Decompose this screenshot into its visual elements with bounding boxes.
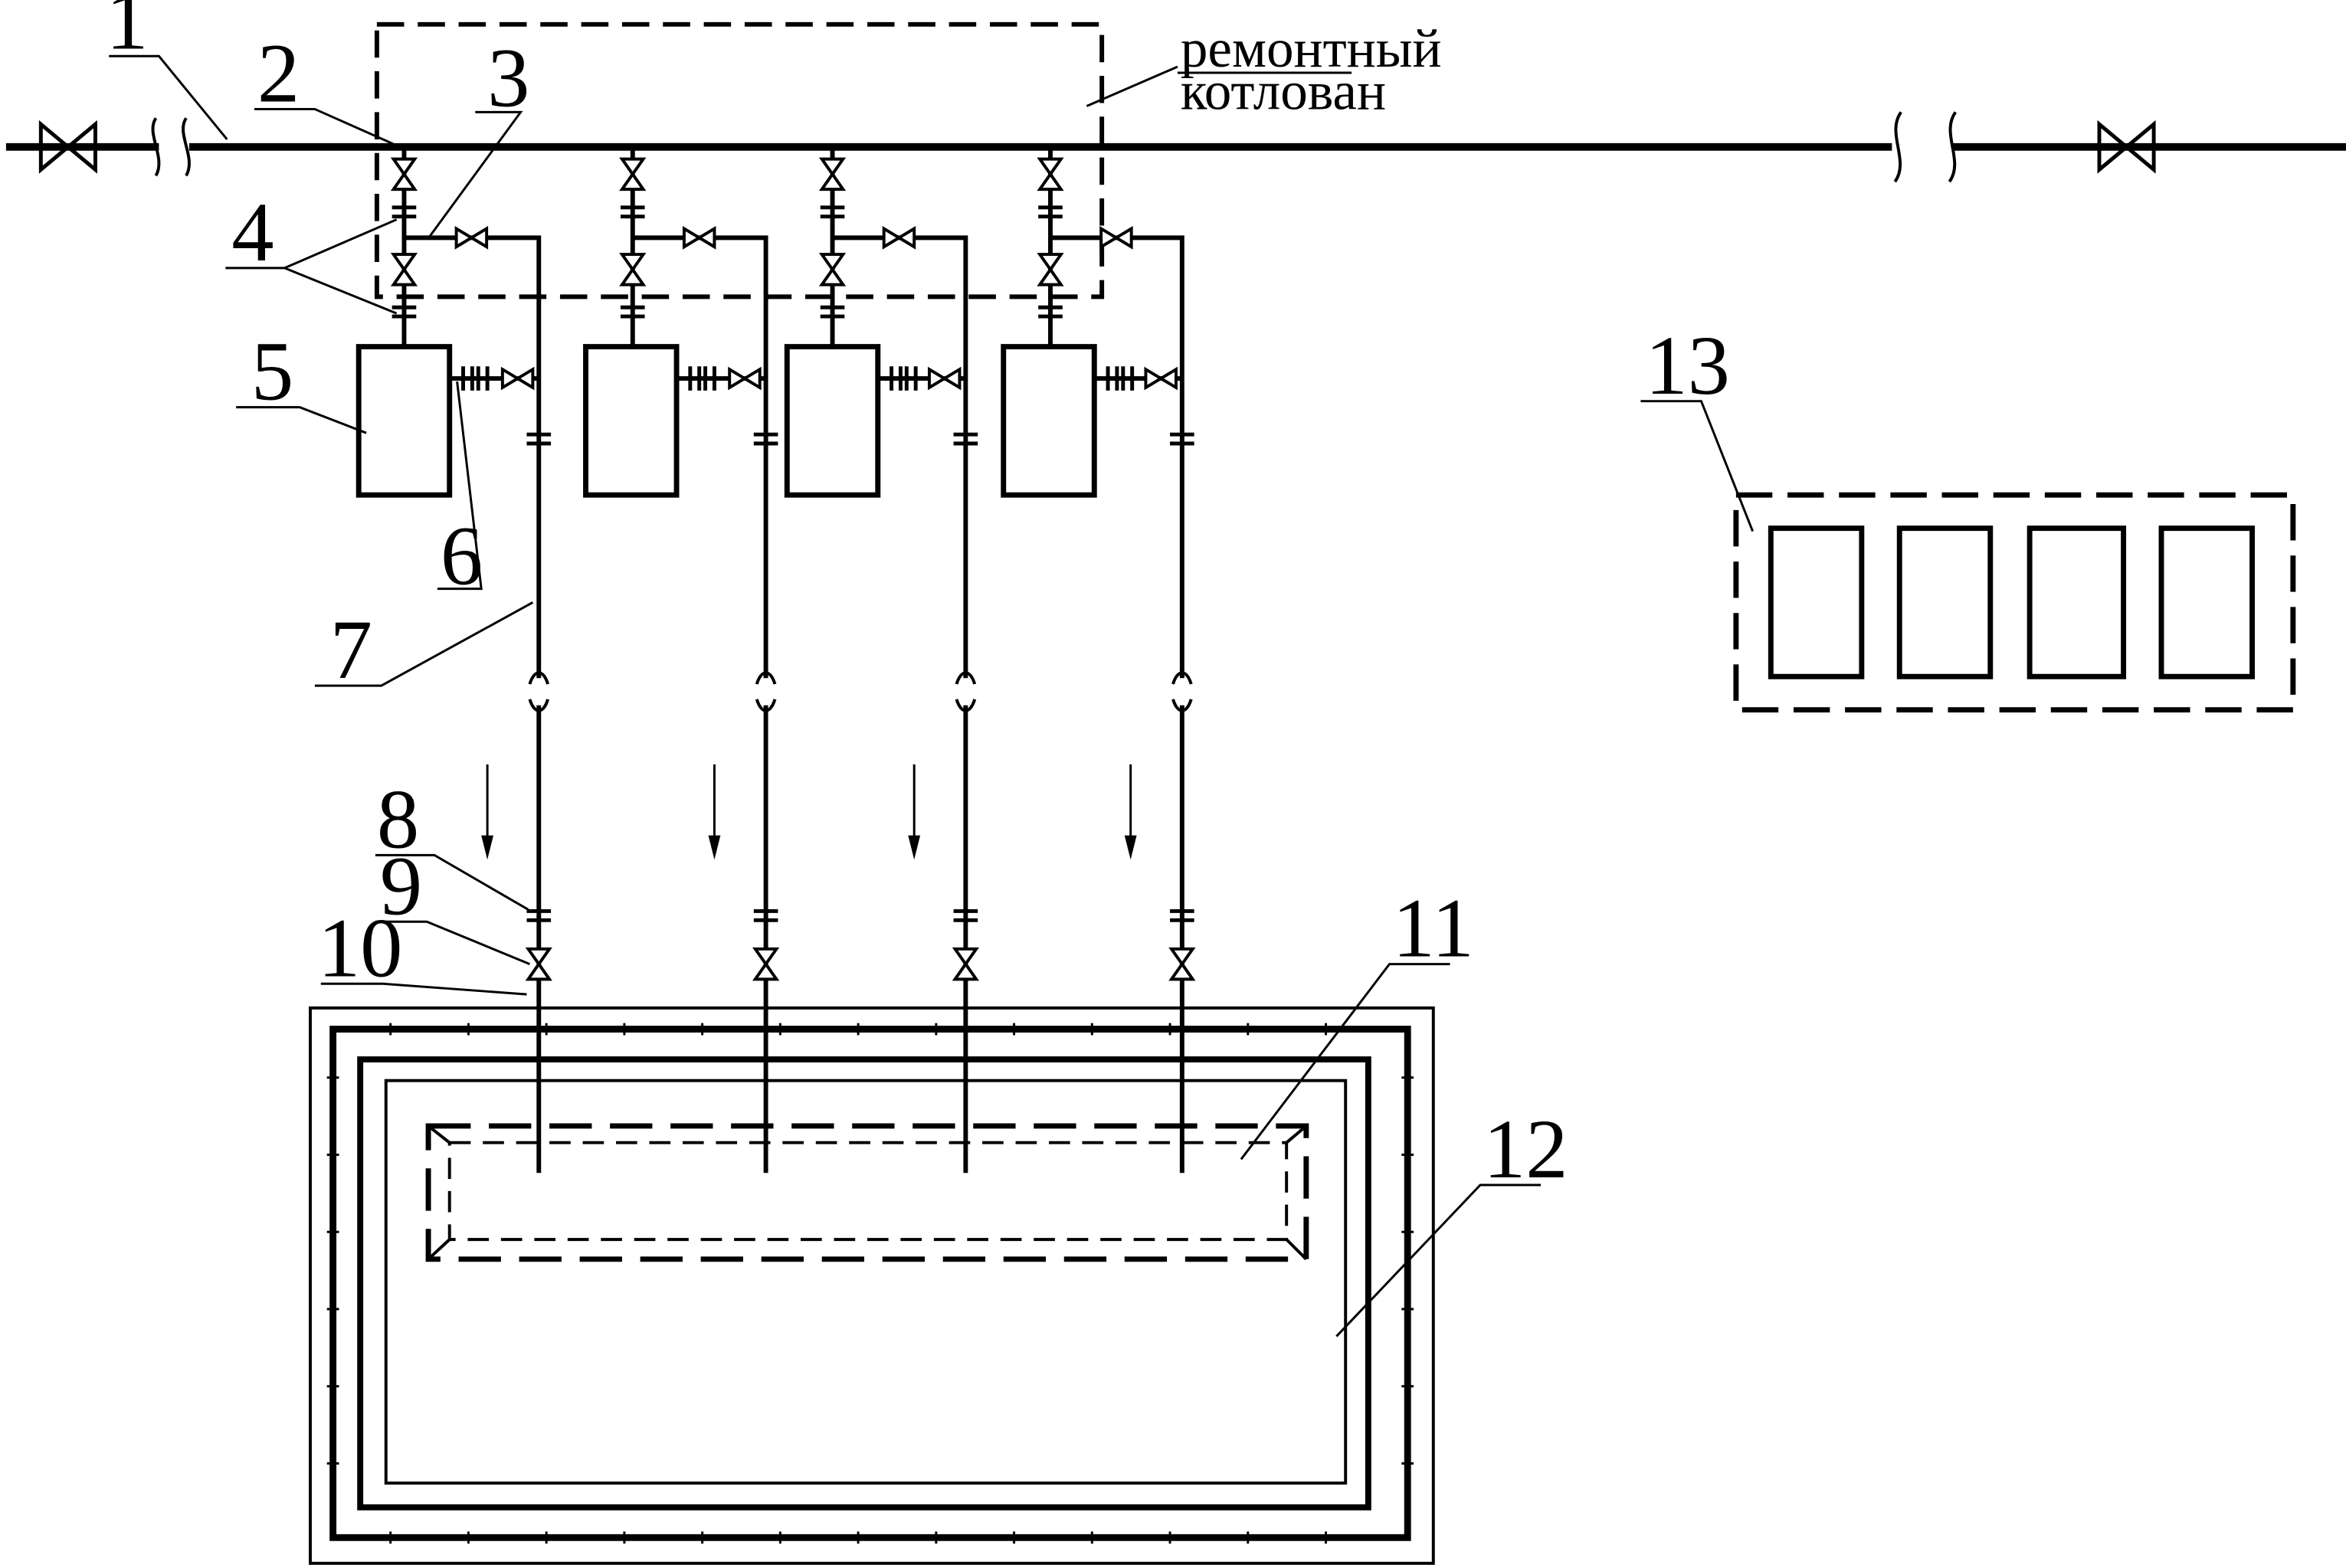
spare-container (2158, 525, 2255, 679)
label-12: 12 (1483, 1102, 1568, 1196)
drain-valve-icon (1170, 947, 1194, 981)
tap-valve-upper-icon (1038, 157, 1063, 191)
collection-container-4 (1001, 344, 1097, 498)
bypass-valve-icon (454, 227, 489, 249)
position-labels: 1 2 3 4 5 6 7 8 9 10 11 12 13 (106, 0, 1730, 1196)
break-mark (528, 671, 550, 685)
flow-arrow-icon (908, 835, 921, 860)
tank-ticks (326, 1023, 1414, 1544)
bypass-valve-icon (882, 227, 916, 249)
label-3: 3 (487, 30, 529, 124)
bypass-valve-icon (1099, 227, 1133, 249)
label-2: 2 (257, 26, 300, 120)
tap-valve-lower-icon (392, 253, 417, 286)
flow-arrow-icon (481, 835, 494, 860)
main-pipeline (5, 111, 2346, 183)
collection-container-2 (583, 344, 680, 498)
label-11: 11 (1392, 881, 1474, 975)
break-mark (755, 671, 777, 685)
bypass-line-4 (1050, 235, 1184, 679)
drain-valve-icon (753, 947, 778, 981)
label-6: 6 (441, 509, 483, 603)
label-13: 13 (1645, 318, 1730, 412)
label-7: 7 (330, 602, 372, 696)
drain-valve-icon (953, 947, 978, 981)
repair-pit-caption-line1: ремонтный (1181, 19, 1442, 79)
spare-container (1768, 525, 1865, 679)
tapping-units (356, 149, 1194, 1174)
side-valve-icon (1144, 368, 1178, 389)
tap-valve-lower-icon (820, 253, 845, 286)
spare-container (1896, 525, 1994, 679)
spare-containers-group (1733, 492, 2296, 713)
side-valve-icon (728, 368, 762, 389)
bypass-valve-icon (682, 227, 716, 249)
leader-lines (109, 54, 1754, 1337)
drain-valve-icon (526, 947, 552, 981)
repair-pit-caption-line2: котлован (1181, 61, 1386, 121)
label-1: 1 (106, 0, 148, 67)
label-9: 9 (380, 838, 422, 932)
tap-valve-upper-icon (620, 157, 645, 191)
inner-dashed-zone (425, 1123, 1309, 1262)
collection-container-1 (356, 344, 453, 498)
bypass-line-3 (832, 235, 968, 679)
bypass-line-1 (404, 235, 542, 679)
repair-pit-boundary (374, 21, 1105, 300)
tap-valve-lower-icon (1038, 253, 1063, 286)
flow-arrow-icon (708, 835, 721, 860)
label-8: 8 (377, 771, 419, 866)
receiving-tank (308, 1006, 1435, 1565)
label-4: 4 (231, 185, 274, 279)
tap-valve-upper-icon (392, 157, 417, 191)
break-mark (955, 671, 977, 685)
label-10: 10 (318, 900, 403, 994)
side-valve-icon (927, 368, 962, 389)
break-mark (1171, 671, 1193, 685)
collection-container-3 (784, 344, 881, 498)
side-valve-icon (500, 368, 535, 389)
flow-arrow-icon (1124, 835, 1137, 860)
tap-valve-lower-icon (620, 253, 645, 286)
label-5: 5 (251, 324, 293, 418)
repair-pit-leader (1086, 65, 1178, 107)
bypass-line-2 (632, 235, 768, 679)
tap-valve-upper-icon (820, 157, 845, 191)
spare-container (2027, 525, 2127, 679)
